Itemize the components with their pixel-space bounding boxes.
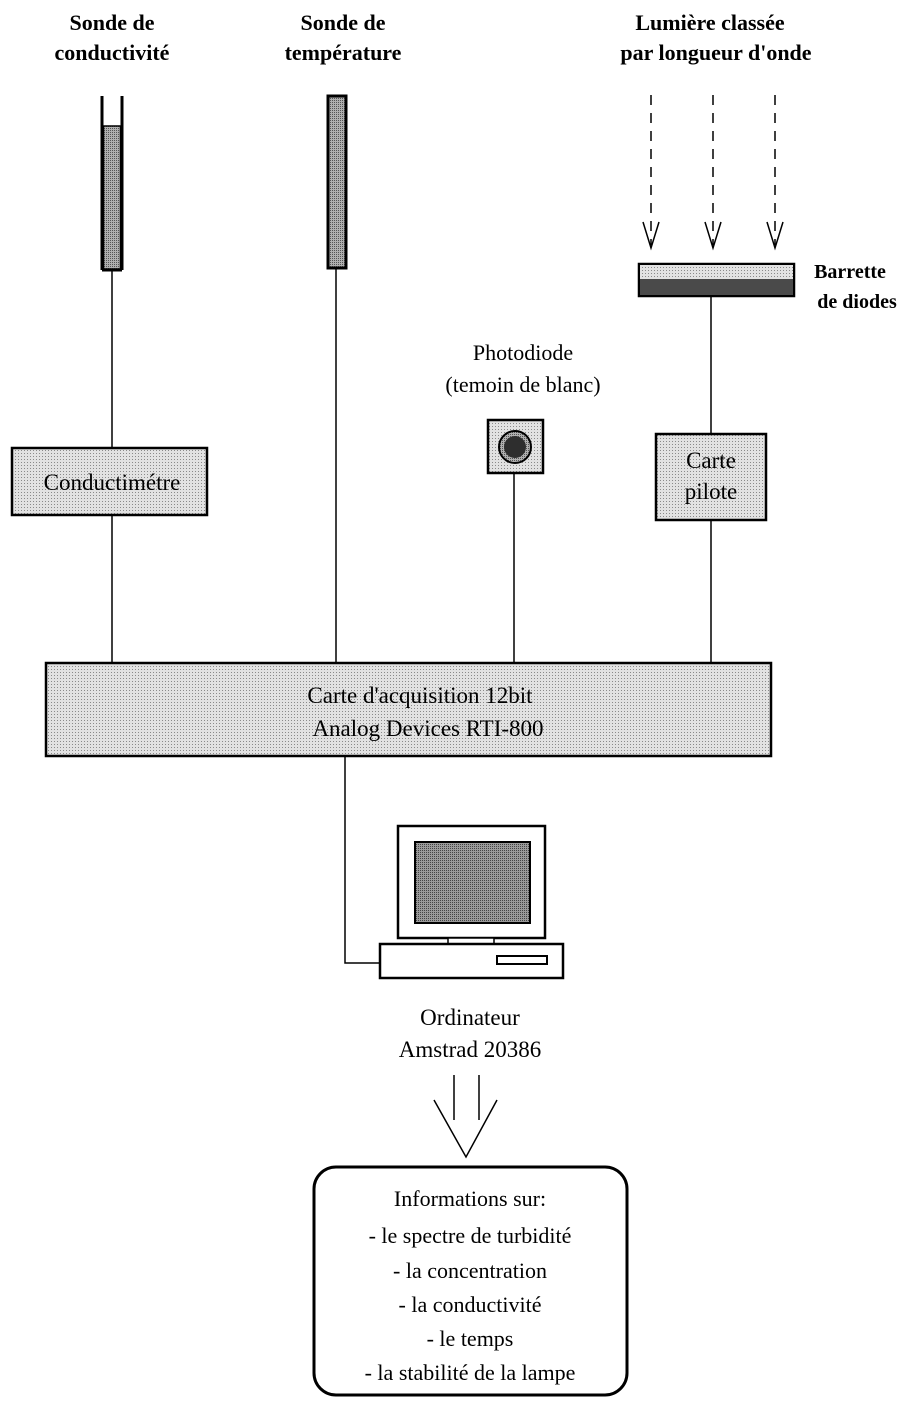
conductimeter-box: Conductimétre [12,448,207,515]
diode-array-label: Barrette de diodes [814,261,897,313]
computer-label-line2: Amstrad 20386 [399,1037,541,1062]
temperature-probe-label-line1: Sonde de [301,10,386,35]
output-info-item: - le spectre de turbidité [369,1223,572,1248]
driver-card-label-line1: Carte [686,448,736,473]
conductivity-probe-label-line2: conductivité [55,40,170,65]
acquisition-card-label-line1: Carte d'acquisition 12bit [307,683,533,708]
computer-wire [345,756,380,963]
output-info-item: - la conductivité [399,1292,542,1317]
acquisition-card: Carte d'acquisition 12bit Analog Devices… [46,663,771,756]
sorted-light-label-line1: Lumière classée [635,10,785,35]
computer-label-line1: Ordinateur [420,1005,520,1030]
diode-array-label-line1: Barrette [814,261,886,283]
output-info-item: - la stabilité de la lampe [365,1360,576,1385]
computer-label: Ordinateur Amstrad 20386 [399,1005,541,1062]
computer-icon [380,826,563,978]
driver-card-label-line2: pilote [685,479,737,504]
acquisition-card-label-line2: Analog Devices RTI-800 [312,716,543,741]
photodiode [488,420,543,473]
temperature-probe-label-line2: température [285,40,402,65]
diode-array [639,264,794,296]
driver-card-box: Carte pilote [656,434,766,520]
output-info-item: - la concentration [393,1258,547,1283]
temperature-probe-label: Sonde de température [285,10,402,65]
temperature-probe [328,96,346,268]
conductivity-probe [102,96,122,270]
output-arrow [434,1075,497,1157]
sorted-light-label-line2: par longueur d'onde [620,40,811,65]
output-info-box: Informations sur: - le spectre de turbid… [314,1167,627,1395]
diode-array-label-line2: de diodes [817,291,897,313]
photodiode-label: Photodiode (temoin de blanc) [445,340,600,397]
photodiode-label-line2: (temoin de blanc) [445,372,600,397]
conductimeter-label: Conductimétre [44,470,181,495]
light-arrows [643,95,783,248]
output-info-title: Informations sur: [394,1186,546,1211]
conductivity-probe-label: Sonde de conductivité [55,10,170,65]
conductivity-probe-label-line1: Sonde de [70,10,155,35]
output-info-item: - le temps [427,1326,514,1351]
photodiode-label-line1: Photodiode [473,340,573,365]
sorted-light-label: Lumière classée par longueur d'onde [620,10,811,65]
